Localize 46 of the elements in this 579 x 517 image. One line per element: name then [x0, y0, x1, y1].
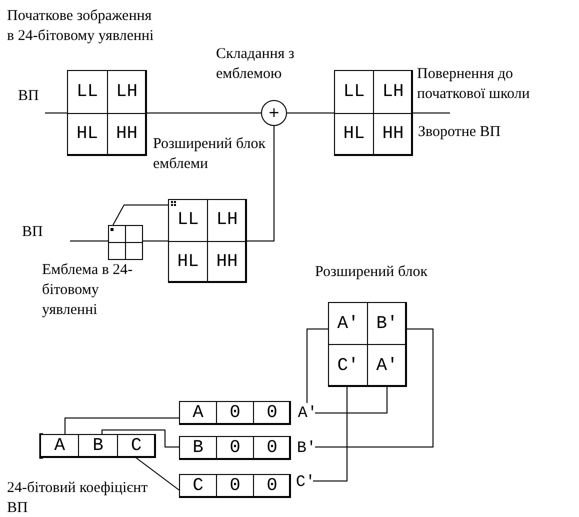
signal-label: B′ [298, 438, 315, 457]
connector-line [142, 240, 168, 242]
connector-line [246, 126, 274, 242]
caption-text: Розширений блок емблеми [153, 135, 266, 174]
connector-line [102, 430, 180, 448]
signal-label: ВП [18, 87, 40, 106]
grid-cell: C [116, 434, 156, 458]
connector-line [286, 112, 334, 114]
block-grid [328, 302, 406, 386]
block-grid [40, 434, 155, 457]
block-grid [179, 474, 290, 497]
block-grid [334, 70, 412, 155]
block-grid [168, 199, 246, 282]
grid-cell: A′ [367, 344, 407, 387]
block-grid [67, 70, 146, 155]
connector-line [110, 201, 176, 231]
connector-line [314, 386, 388, 414]
grid-cell: 0 [253, 436, 291, 460]
connector-line [412, 112, 450, 114]
caption-text: Зворотне ВП [418, 123, 502, 142]
caption-text: Повернення до початкової школи [417, 65, 531, 104]
grid-cell: HH [373, 112, 413, 156]
caption-text: Початкове зображення в 24-бітовому уявленні [7, 7, 155, 46]
connector-line [134, 456, 180, 490]
grid-cell: HH [207, 240, 247, 283]
signal-label: ВП [22, 223, 44, 242]
signal-label: A′ [300, 403, 315, 422]
block-grid [179, 436, 290, 459]
connector-line [312, 386, 348, 482]
caption-text: Складання з емблемою [216, 45, 296, 84]
connector-line [146, 112, 262, 114]
caption-text: 24-бітовий коефіцієнт ВП [7, 479, 149, 517]
connector-line [64, 418, 180, 434]
block-grid [108, 225, 143, 260]
caption-text: Емблема в 24-бітовому уявленні [42, 261, 134, 320]
adder-circle: + [261, 100, 287, 126]
connector-line [314, 328, 434, 448]
connector-line [70, 240, 108, 242]
connector-line [44, 112, 68, 114]
grid-cell: 0 [253, 401, 291, 425]
signal-label: C′ [298, 472, 313, 491]
caption-text: Розширений блок [315, 263, 428, 282]
grid-cell: HH [106, 112, 147, 156]
block-grid [179, 401, 290, 424]
grid-cell: 0 [253, 474, 291, 498]
connector-line [306, 328, 328, 404]
